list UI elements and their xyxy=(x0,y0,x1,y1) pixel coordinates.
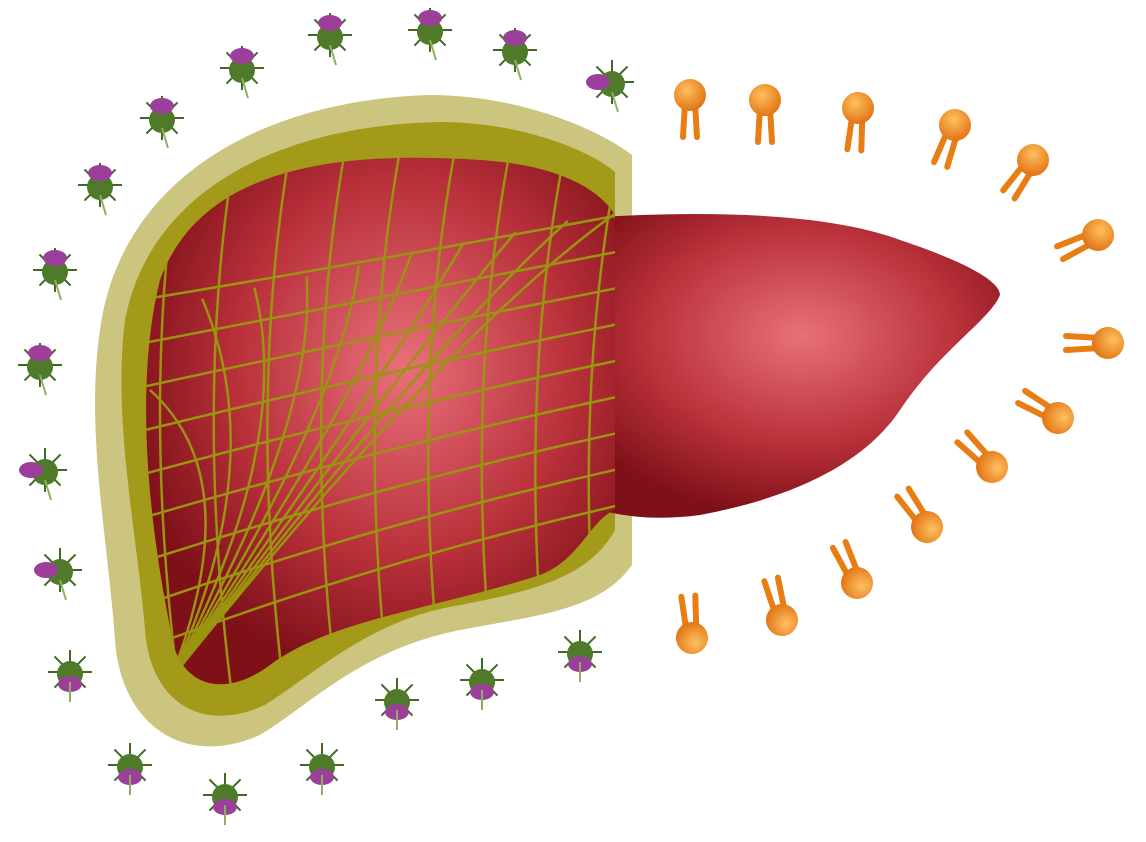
phospholipid-icon xyxy=(954,429,1008,483)
phospholipid-icon xyxy=(676,592,708,654)
mesh-line xyxy=(146,358,615,477)
milk-thistle-icon xyxy=(33,248,77,301)
phospholipid-icon xyxy=(761,574,798,636)
phospholipid-icon xyxy=(1000,144,1049,202)
mesh-line xyxy=(146,395,615,520)
milk-thistle-icon xyxy=(308,13,352,66)
mesh-line xyxy=(168,287,266,681)
milk-thistle-icon xyxy=(78,163,122,216)
milk-thistle-group xyxy=(18,8,634,825)
milk-thistle-icon xyxy=(408,8,452,61)
milk-thistle-icon xyxy=(48,650,92,702)
phospholipid-icon xyxy=(842,92,874,154)
mesh-line xyxy=(168,298,232,681)
milk-thistle-icon xyxy=(493,28,537,81)
milk-thistle-icon xyxy=(375,678,419,730)
mesh-line xyxy=(319,157,347,685)
phospholipid-icon xyxy=(931,109,971,170)
milk-thistle-icon xyxy=(220,46,264,99)
phospholipid-icon xyxy=(749,84,781,145)
milk-thistle-icon xyxy=(19,448,67,501)
mesh-line xyxy=(146,213,615,302)
phospholipid-icon xyxy=(894,485,943,543)
mesh-line xyxy=(149,389,207,681)
phospholipid-icon xyxy=(674,79,706,140)
phospholipid-group xyxy=(674,79,1124,654)
mesh-line xyxy=(146,286,615,389)
milk-thistle-icon xyxy=(586,60,634,113)
milk-thistle-icon xyxy=(108,743,152,795)
phospholipid-icon xyxy=(1015,387,1074,434)
milk-thistle-icon xyxy=(34,548,82,601)
mesh-line xyxy=(168,265,361,681)
milk-thistle-icon xyxy=(460,658,504,710)
phospholipid-icon xyxy=(1053,219,1114,263)
mesh-line xyxy=(146,431,615,564)
milk-thistle-icon xyxy=(203,773,247,825)
phospholipid-icon xyxy=(829,538,873,599)
phospholipid-icon xyxy=(1063,327,1124,359)
mesh-line xyxy=(266,157,292,685)
mesh-line xyxy=(146,503,615,652)
milk-thistle-icon xyxy=(558,630,602,682)
mesh-line xyxy=(168,276,309,681)
milk-thistle-icon xyxy=(18,343,62,396)
mesh-line xyxy=(146,322,615,433)
mesh-line xyxy=(169,208,615,681)
protective-mesh xyxy=(146,157,615,685)
mesh-line xyxy=(169,220,569,681)
liver-right-lobe xyxy=(560,214,1000,518)
mesh-line xyxy=(168,254,413,681)
milk-thistle-icon xyxy=(140,96,184,149)
milk-thistle-icon xyxy=(300,743,344,795)
mesh-line xyxy=(146,467,615,608)
